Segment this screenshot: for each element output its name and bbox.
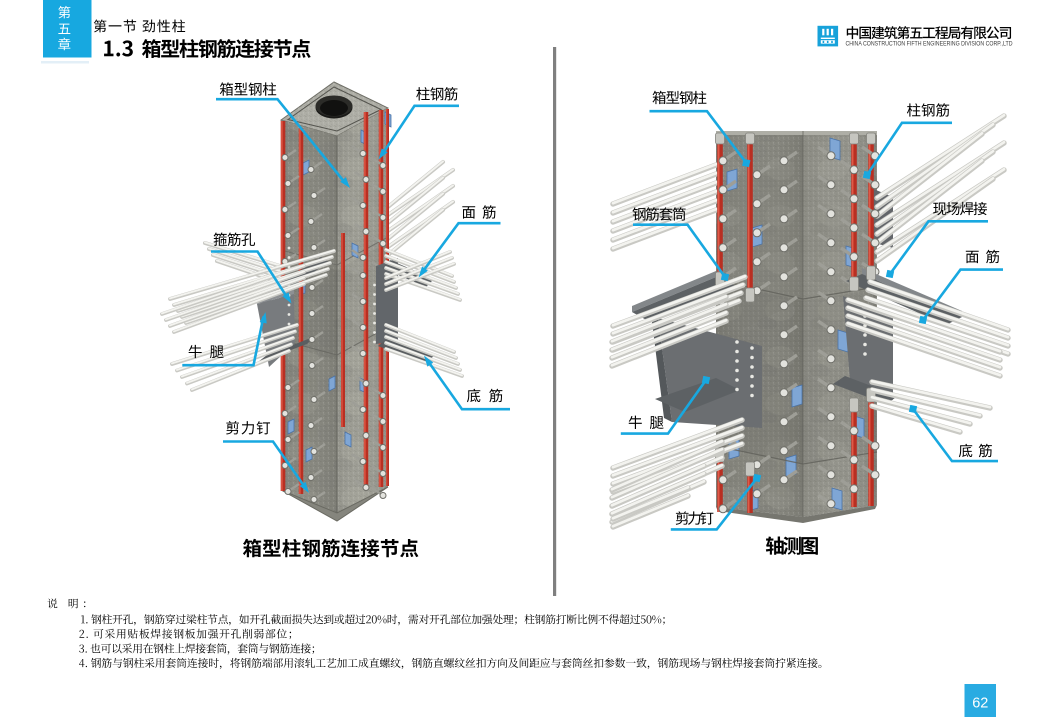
svg-text:CHINA CONSTRUCTION FIFTH ENGIN: CHINA CONSTRUCTION FIFTH ENGINEERING DIV… — [846, 40, 1013, 47]
svg-text:62: 62 — [972, 696, 988, 712]
